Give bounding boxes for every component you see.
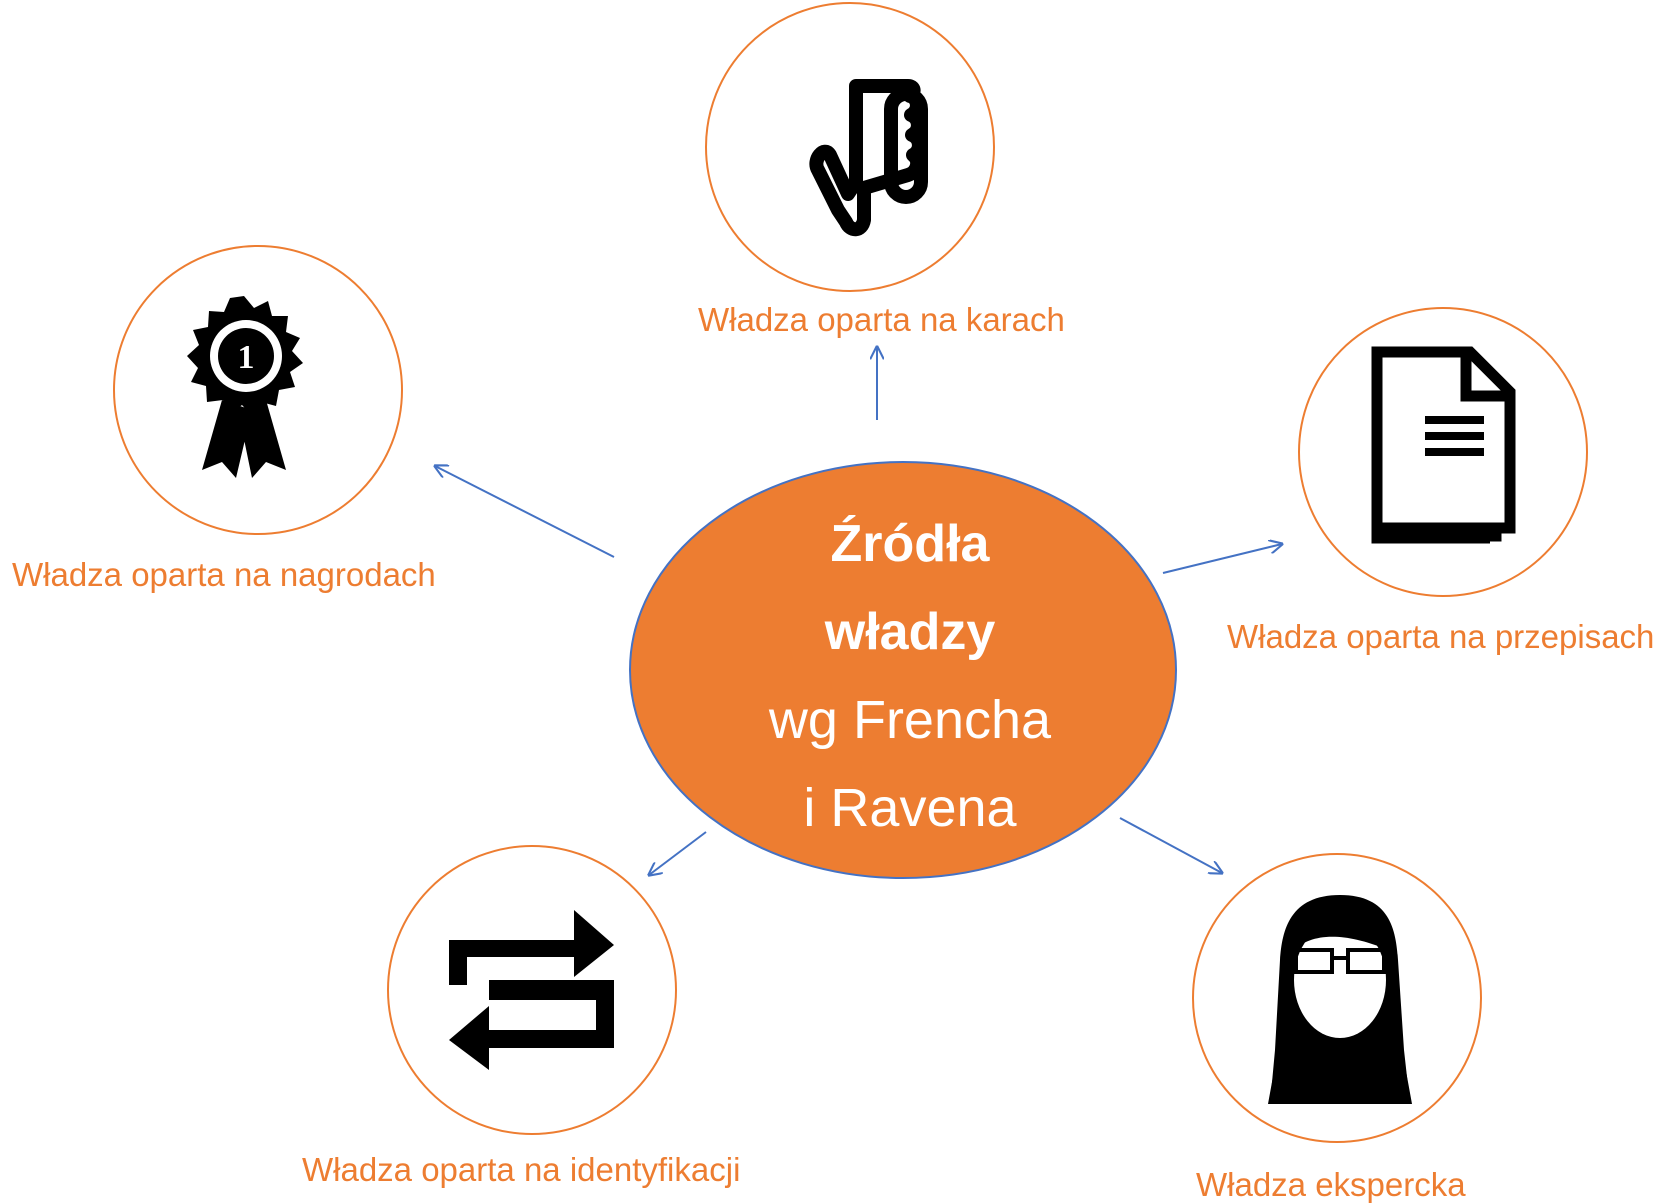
repeat-arrows-icon	[449, 910, 614, 1070]
expert-woman-icon	[1268, 895, 1412, 1104]
document-icon	[1371, 346, 1516, 544]
award-ribbon-icon: 1	[187, 296, 303, 478]
svg-text:1: 1	[238, 339, 255, 376]
arrow-to-reward	[435, 466, 615, 558]
label-rules: Władza oparta na przepisach	[1227, 618, 1655, 655]
center-title-line4: i Ravena	[803, 778, 1017, 838]
label-reward: Władza oparta na nagrodach	[12, 556, 436, 593]
center-title-line2: władzy	[824, 603, 996, 661]
center-ellipse	[629, 461, 1177, 879]
label-identification: Władza oparta na identyfikacji	[302, 1151, 741, 1188]
arrow-to-expert	[1119, 817, 1222, 873]
arrow-to-identification	[649, 831, 707, 875]
center-title: Źródła władzy wg Frencha i Ravena	[690, 500, 1130, 852]
center-title-line3: wg Frencha	[768, 690, 1052, 750]
thumbs-down-icon	[809, 79, 928, 237]
label-punishment: Władza oparta na karach	[698, 301, 1065, 338]
label-expert: Władza ekspercka	[1196, 1166, 1466, 1203]
arrow-to-rules	[1162, 544, 1282, 574]
center-title-line1: Źródła	[830, 515, 990, 573]
